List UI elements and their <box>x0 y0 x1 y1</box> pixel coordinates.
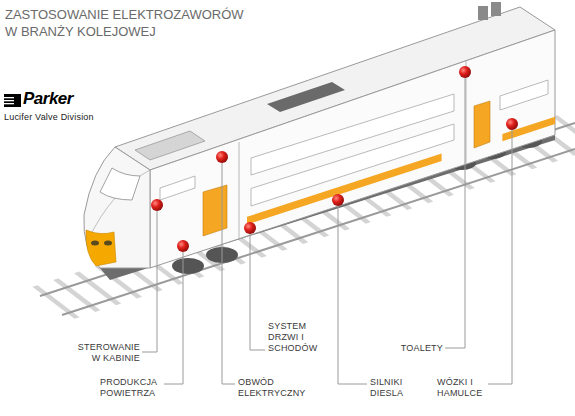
track-sleeper <box>552 115 575 149</box>
leader-line <box>338 206 367 384</box>
leader-line <box>488 130 512 384</box>
marker-dot <box>177 240 189 252</box>
car-division <box>239 142 240 239</box>
exhaust-stack <box>491 2 501 16</box>
window <box>500 80 548 110</box>
logo-stripe <box>4 103 14 104</box>
train-nose <box>84 147 150 268</box>
door <box>203 185 227 236</box>
leader-line <box>164 252 183 384</box>
leader-line <box>250 234 265 350</box>
marker-dot <box>216 151 228 163</box>
marker-dot <box>151 199 163 211</box>
logo-text: Parker <box>23 89 103 109</box>
marker-dot <box>244 222 256 234</box>
diagram-title: ZASTOSOWANIE ELEKTROZAWORÓW W BRANŻY KOL… <box>5 6 248 40</box>
marker-dot <box>459 66 471 78</box>
headlight <box>91 241 99 246</box>
callout-label: WÓZKI I HAMULCE <box>437 377 487 399</box>
orange-stripe <box>502 117 555 142</box>
leader-line <box>222 163 235 384</box>
leader-line <box>445 78 465 348</box>
callout-label: SILNIKI DIESLA <box>370 377 416 399</box>
door <box>474 101 490 148</box>
logo-block <box>4 94 21 107</box>
callout-label: OBWÓD ELEKTRYCZNY <box>238 377 310 399</box>
orange-stripe <box>247 154 442 225</box>
windshield <box>100 168 140 200</box>
marker-dot <box>506 118 518 130</box>
headlight <box>104 241 112 246</box>
exhaust-stack <box>478 6 488 20</box>
logo-stripe <box>4 97 14 98</box>
bogie <box>172 258 204 274</box>
marker-dots <box>151 66 518 252</box>
nose-panel <box>86 230 116 266</box>
division-text: Lucifer Valve Division <box>4 112 134 123</box>
callout-label: PRODUKCJA POWIETRZA <box>100 377 162 399</box>
cab-window <box>160 176 195 200</box>
callout-label: STEROWANIE W KABINIE <box>76 342 140 364</box>
car-side <box>150 30 555 268</box>
callout-label: TOALETY <box>393 343 443 354</box>
marker-dot <box>332 194 344 206</box>
logo-stripe <box>4 100 14 101</box>
leader-lines <box>142 78 512 384</box>
logo-mark <box>4 94 21 107</box>
leader-line <box>142 211 157 352</box>
callout-label: SYSTEM DRZWI I SCHODÓW <box>268 321 330 354</box>
